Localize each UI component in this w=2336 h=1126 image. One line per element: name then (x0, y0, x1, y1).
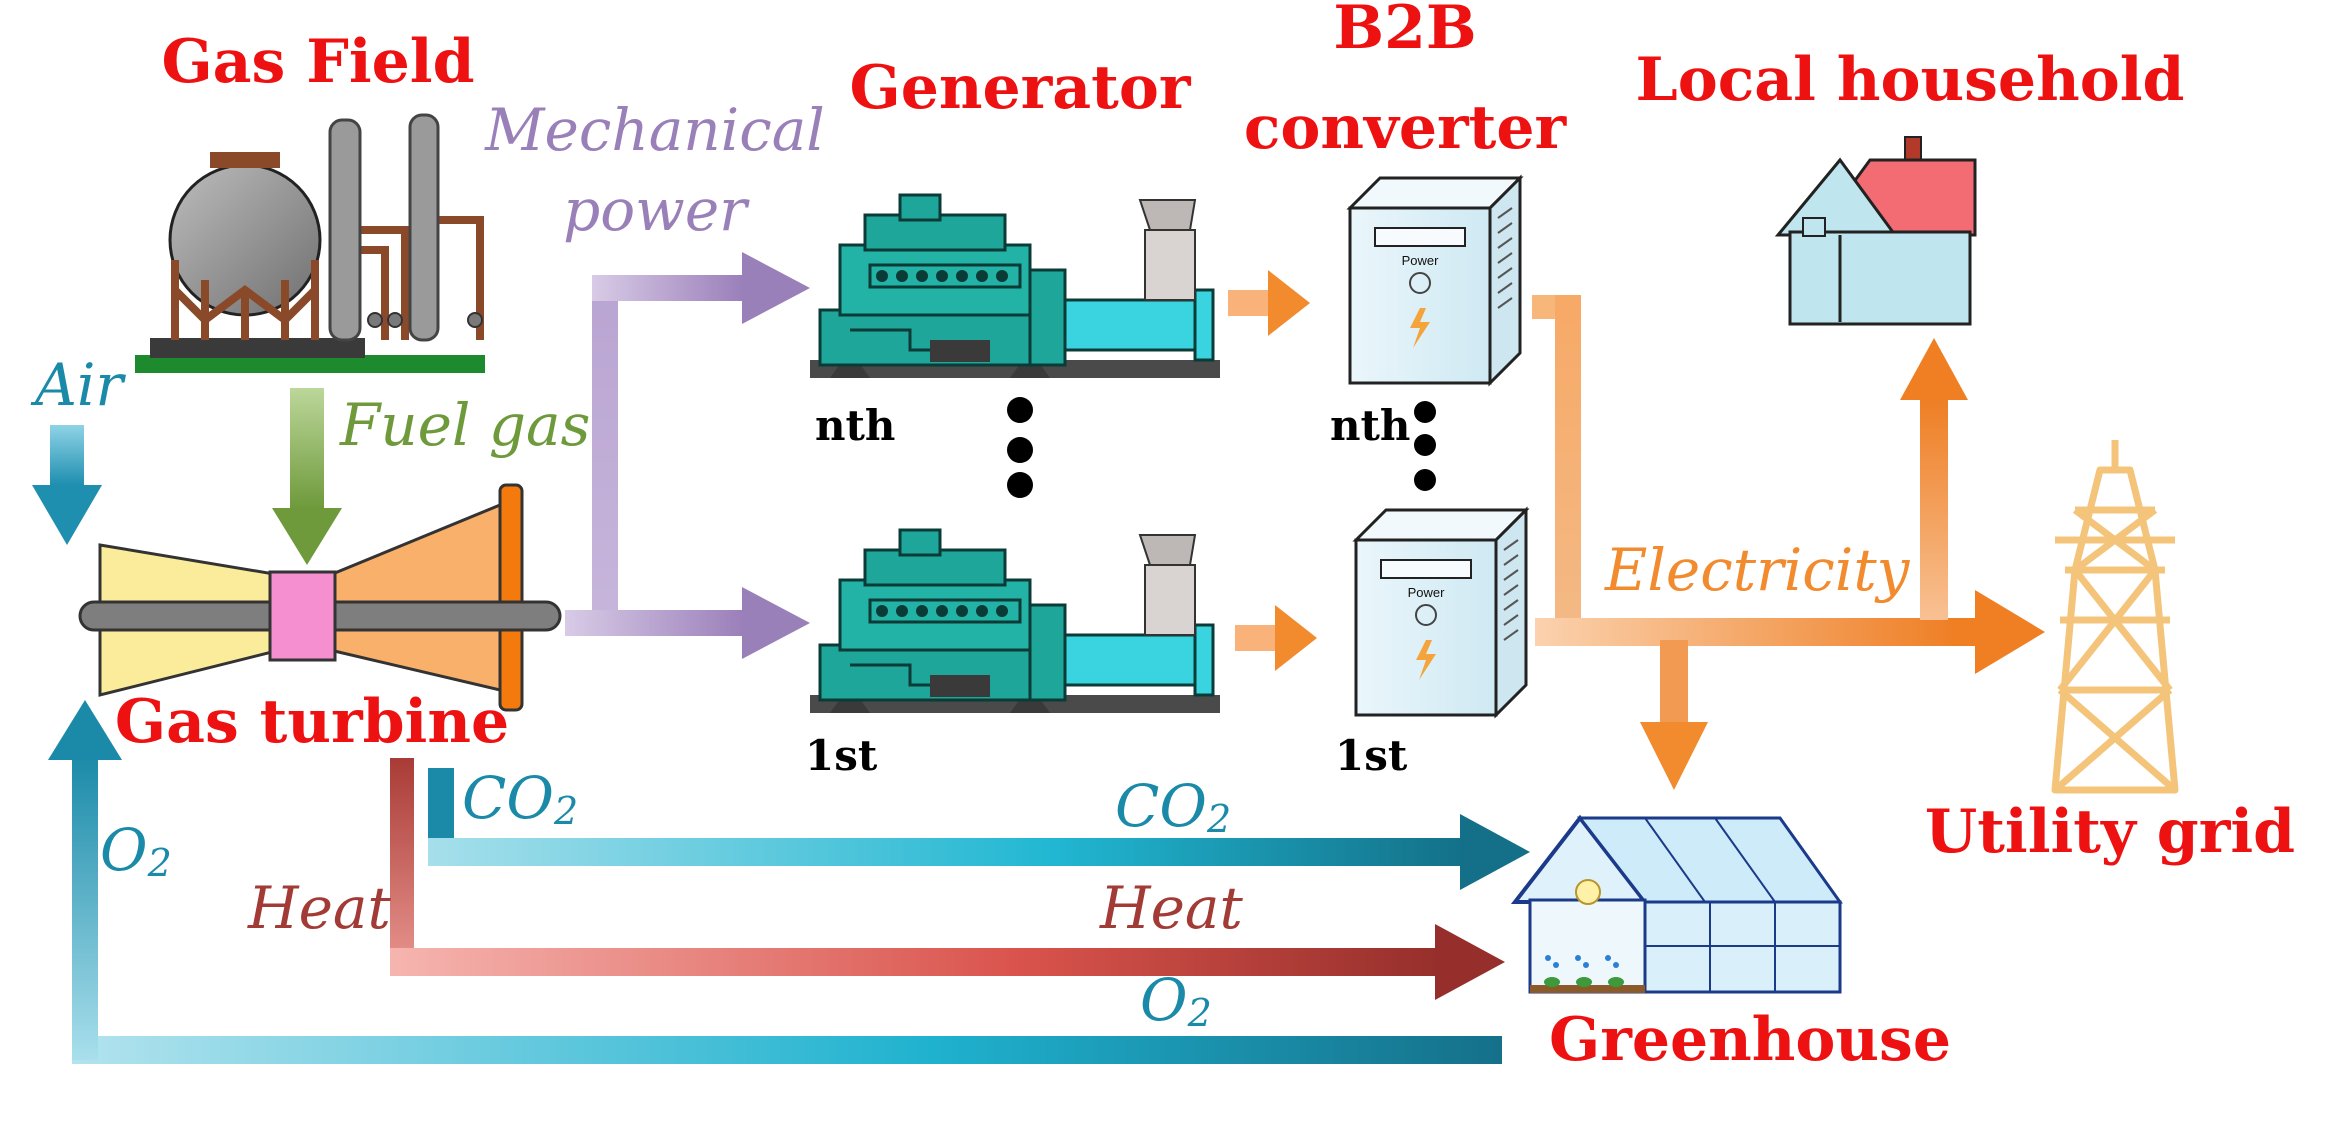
co2-arrow (428, 768, 1530, 890)
generator-nth-label: nth (815, 401, 895, 450)
generator-1st-label: 1st (805, 731, 878, 780)
mechanical-power-label-line2: power (563, 176, 750, 244)
b2b-title-line1: B2B (1333, 0, 1476, 63)
o2-label-mid: O2 (1140, 966, 1212, 1035)
house-icon (1774, 136, 1977, 326)
ellipsis-dots-generators (1007, 397, 1033, 498)
converter-nth-power-label: Power (1402, 253, 1440, 268)
generator-title: Generator (849, 53, 1191, 123)
electricity-label: Electricity (1604, 536, 1911, 604)
co2-label-mid: CO2 (1115, 772, 1231, 841)
gas-field-icon (135, 113, 485, 373)
transmission-tower-icon (2051, 440, 2179, 794)
generator-nth-icon (808, 193, 1222, 380)
heat-label-left: Heat (247, 874, 391, 942)
fuel-gas-label: Fuel gas (339, 391, 590, 459)
mechanical-power-arrow (565, 252, 810, 659)
greenhouse-icon (1510, 814, 1843, 994)
heat-arrow (390, 758, 1505, 1000)
co2-label-left: CO2 (462, 764, 578, 833)
converter-1st-label: 1st (1335, 731, 1408, 780)
mechanical-power-label-line1: Mechanical (484, 96, 825, 164)
b2b-title-line2: converter (1244, 93, 1568, 163)
utility-grid-title: Utility grid (1925, 797, 2295, 867)
gas-field-title: Gas Field (161, 27, 474, 97)
local-household-title: Local household (1636, 45, 2185, 115)
o2-label-left: O2 (100, 816, 172, 885)
heat-label-mid: Heat (1099, 874, 1243, 942)
air-label: Air (30, 351, 126, 419)
converter-nth-icon: Power (1348, 176, 1522, 385)
ellipsis-dots-converters (1414, 401, 1436, 491)
greenhouse-title: Greenhouse (1549, 1005, 1951, 1075)
gas-turbine-title: Gas turbine (115, 687, 509, 757)
converter-1st-power-label: Power (1408, 585, 1446, 600)
electricity-arrow (1532, 295, 2045, 790)
converter-1st-icon: Power (1354, 508, 1528, 717)
fuel-gas-arrow (272, 388, 342, 565)
generator-to-converter-arrows (1228, 270, 1317, 671)
gas-turbine-icon (78, 483, 562, 712)
o2-arrow (48, 700, 1502, 1064)
generator-1st-icon (808, 528, 1222, 715)
air-arrow (32, 425, 102, 545)
converter-nth-label: nth (1330, 401, 1410, 450)
